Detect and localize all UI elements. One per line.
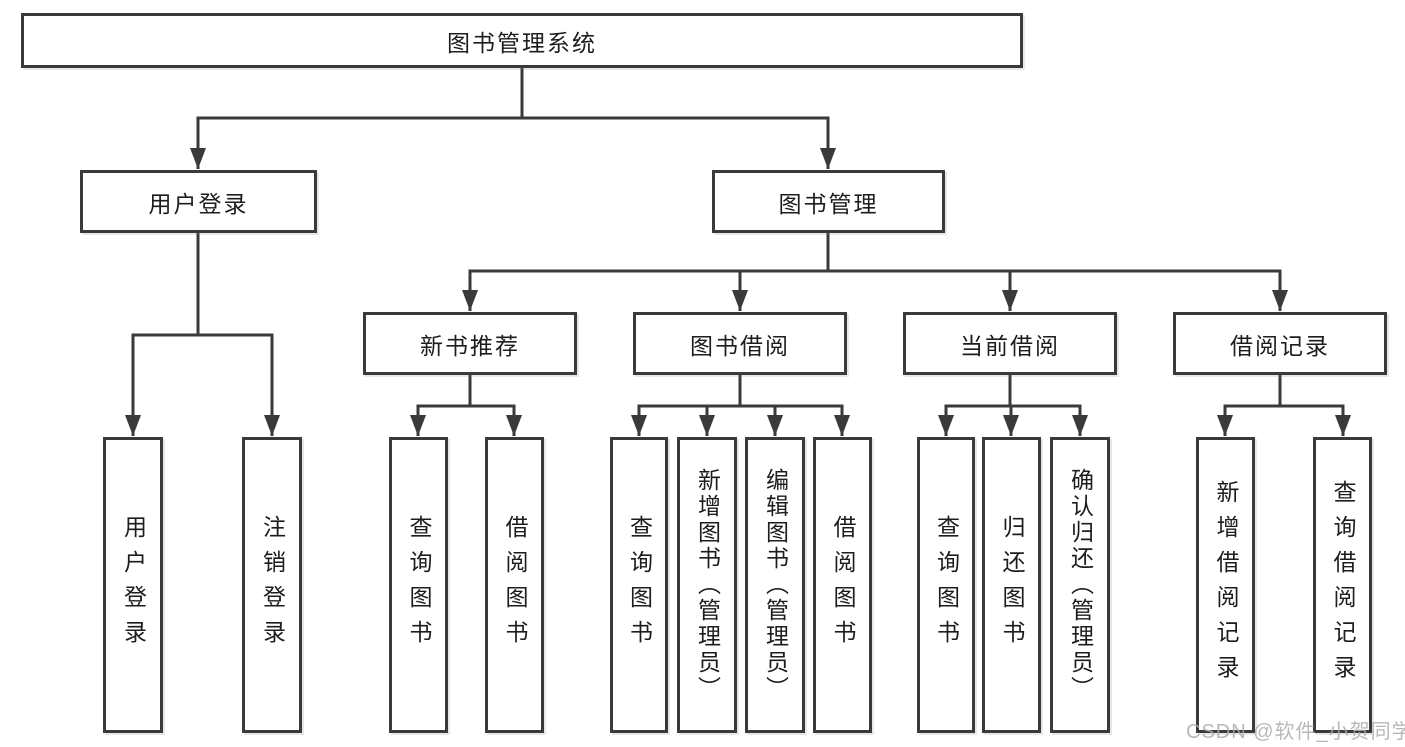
leaf-query-books-3: 查询图书 xyxy=(917,437,975,733)
node-library-system: 图书管理系统 xyxy=(21,13,1023,68)
node-label: 借阅记录 xyxy=(1230,332,1330,359)
leaf-label: 查询借阅记录 xyxy=(1330,480,1356,690)
leaf-query-books-1: 查询图书 xyxy=(389,437,448,733)
node-new-book-recommend: 新书推荐 xyxy=(363,312,577,375)
leaf-label: 借阅图书 xyxy=(502,515,528,655)
leaf-add-borrow-record: 新增借阅记录 xyxy=(1196,437,1255,733)
connector-book-management-trunk xyxy=(468,233,1282,273)
leaf-logout: 注销登录 xyxy=(242,437,302,733)
leaf-borrow-books-2: 借阅图书 xyxy=(813,437,872,733)
leaf-query-borrow-record: 查询借阅记录 xyxy=(1313,437,1372,733)
leaf-label: 归还图书 xyxy=(999,515,1025,655)
connector-user-login-trunk xyxy=(131,233,274,337)
leaf-label: 确认归还（管理员） xyxy=(1067,468,1094,702)
leaf-label: 查询图书 xyxy=(626,515,653,655)
node-label: 图书借阅 xyxy=(690,332,790,359)
leaf-label: 新增借阅记录 xyxy=(1213,480,1239,690)
node-label: 图书管理系统 xyxy=(447,29,597,56)
leaf-return-book: 归还图书 xyxy=(982,437,1041,733)
node-borrow-records: 借阅记录 xyxy=(1173,312,1387,375)
node-label: 图书管理 xyxy=(778,190,879,217)
leaf-edit-book-admin: 编辑图书（管理员） xyxy=(745,437,805,733)
leaf-query-books-2: 查询图书 xyxy=(610,437,668,733)
leaf-label: 用户登录 xyxy=(120,515,147,655)
leaf-confirm-return-admin: 确认归还（管理员） xyxy=(1050,437,1110,733)
node-label: 当前借阅 xyxy=(960,332,1060,359)
connector-root-trunk xyxy=(196,68,830,120)
node-current-borrow: 当前借阅 xyxy=(903,312,1117,375)
connector-current-borrow-trunk xyxy=(944,375,1082,408)
leaf-label: 借阅图书 xyxy=(830,515,856,655)
csdn-watermark: CSDN @软件_小贺同学 xyxy=(1186,721,1405,743)
node-user-login: 用户登录 xyxy=(80,170,317,233)
leaf-label: 新增图书（管理员） xyxy=(694,468,721,702)
connector-new-books-trunk xyxy=(416,375,516,408)
node-book-management: 图书管理 xyxy=(712,170,945,233)
connector-book-borrow-trunk xyxy=(637,375,844,408)
leaf-label: 编辑图书（管理员） xyxy=(762,468,789,702)
node-label: 用户登录 xyxy=(148,190,249,217)
leaf-user-login: 用户登录 xyxy=(103,437,163,733)
leaf-label: 注销登录 xyxy=(259,515,286,655)
node-book-borrow: 图书借阅 xyxy=(633,312,847,375)
leaf-label: 查询图书 xyxy=(406,515,432,655)
leaf-add-book-admin: 新增图书（管理员） xyxy=(677,437,737,733)
leaf-label: 查询图书 xyxy=(933,515,960,655)
connector-borrow-records-trunk xyxy=(1223,375,1345,408)
node-label: 新书推荐 xyxy=(420,332,520,359)
leaf-borrow-books-1: 借阅图书 xyxy=(485,437,544,733)
